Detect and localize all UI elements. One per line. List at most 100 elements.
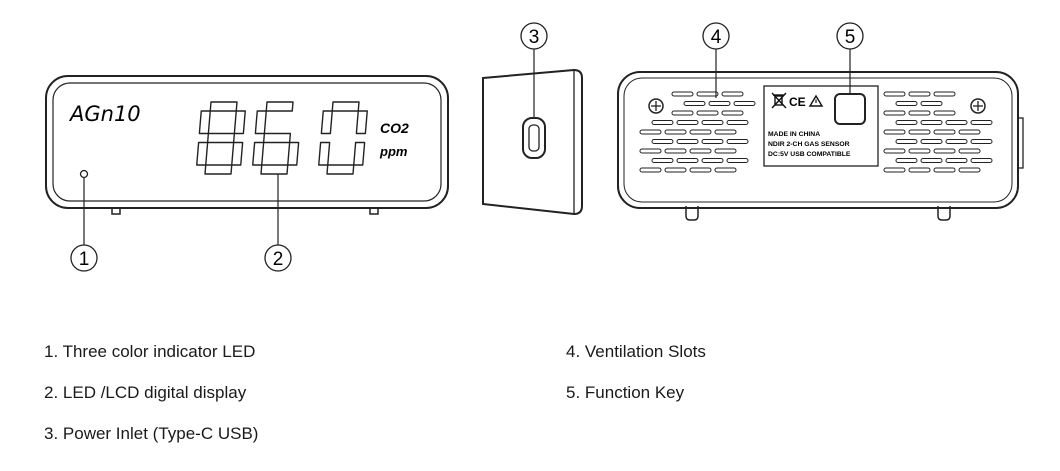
front-view: AGn10 CO2 ppm 1 2 <box>45 75 449 272</box>
front-face-outline <box>52 82 442 202</box>
callout-2-number: 2 <box>273 249 284 270</box>
vent-slot <box>933 110 956 116</box>
vent-slot <box>883 148 906 154</box>
vent-slot <box>721 91 744 97</box>
screw-left <box>648 98 664 114</box>
vent-slot <box>708 101 731 106</box>
vent-slot <box>958 129 981 135</box>
legend-item-1: 1. Three color indicator LED <box>44 342 256 361</box>
vent-slot <box>701 120 724 125</box>
vent-slot <box>908 148 931 154</box>
display-digit-1 <box>196 101 246 175</box>
legend-item-3: 3. Power Inlet (Type-C USB) <box>44 424 259 443</box>
digit-segment <box>326 164 355 175</box>
front-body-outline <box>45 75 449 209</box>
unit-co2: CO2 <box>380 120 409 136</box>
unit-ppm: ppm <box>379 144 408 159</box>
weee-bin-icon <box>771 92 787 109</box>
vent-slot <box>883 129 906 135</box>
vent-slot <box>920 120 943 125</box>
vent-slot <box>726 158 749 163</box>
vent-slot <box>721 110 744 116</box>
back-inner-outline <box>623 77 1013 203</box>
callout-1-number: 1 <box>79 249 90 270</box>
vent-slot <box>945 158 968 163</box>
vent-slot <box>651 120 674 125</box>
vent-slot <box>733 101 756 106</box>
vent-slot <box>676 120 699 125</box>
vent-slot <box>701 139 724 144</box>
vent-slot <box>689 129 712 135</box>
label-line-2: NDIR 2-CH GAS SENSOR <box>768 141 850 148</box>
vent-slot <box>664 129 687 135</box>
digit-segment <box>209 101 238 112</box>
vent-slot <box>696 91 719 97</box>
digit-segment <box>198 110 211 135</box>
vent-slot <box>689 148 712 154</box>
digit-segment <box>355 110 368 135</box>
vent-slot <box>908 110 931 116</box>
digit-segment <box>262 132 292 144</box>
digital-display <box>196 101 368 175</box>
vent-slot <box>920 158 943 163</box>
front-foot-right <box>369 208 379 215</box>
vent-slot <box>696 110 719 116</box>
vent-slot <box>895 120 918 125</box>
callout-2-circle <box>264 244 292 272</box>
callout-3-number: 3 <box>529 27 540 48</box>
vent-slot <box>933 167 956 173</box>
vent-slot <box>639 167 662 173</box>
vent-slot <box>908 91 931 97</box>
display-digit-3 <box>318 101 368 175</box>
digit-segment <box>265 101 294 112</box>
vent-slot <box>883 167 906 173</box>
vent-slot <box>683 101 706 106</box>
legend-item-4: 4. Ventilation Slots <box>566 342 706 361</box>
ce-mark: CE <box>789 95 806 109</box>
display-digit-2 <box>252 101 300 175</box>
vent-slot <box>895 101 918 106</box>
vent-slot <box>671 91 694 97</box>
vent-slot <box>664 148 687 154</box>
vent-slot <box>920 101 943 106</box>
front-foot-left <box>111 208 121 215</box>
ventilation-slots <box>639 91 993 173</box>
digit-segment <box>204 164 233 175</box>
vent-slot <box>664 167 687 173</box>
vent-slot <box>714 167 737 173</box>
digit-segment <box>260 164 289 175</box>
digit-segment <box>206 132 236 144</box>
label-line-3: DC:5V USB COMPATIBLE <box>768 151 851 158</box>
legend-item-2: 2. LED /LCD digital display <box>44 383 247 402</box>
brand-name: AGn10 <box>68 102 141 126</box>
digit-segment <box>252 141 265 166</box>
digit-segment <box>320 110 333 135</box>
vent-slot <box>651 158 674 163</box>
side-view: 3 <box>482 22 583 216</box>
digit-segment <box>231 141 244 166</box>
warning-triangle-icon <box>808 94 824 107</box>
vent-slot <box>970 158 993 163</box>
vent-slot <box>883 91 906 97</box>
vent-slot <box>726 139 749 144</box>
vent-slot <box>689 167 712 173</box>
vent-slot <box>933 129 956 135</box>
vent-slot <box>676 158 699 163</box>
digit-segment <box>353 141 366 166</box>
vent-slot <box>895 158 918 163</box>
vent-slot <box>701 158 724 163</box>
vent-slot <box>714 148 737 154</box>
screw-right <box>970 98 986 114</box>
vent-slot <box>908 167 931 173</box>
vent-slot <box>920 139 943 144</box>
vent-slot <box>970 139 993 144</box>
back-view: CE MADE IN CHINA NDIR 2-CH GAS SENSOR DC… <box>617 22 1024 221</box>
callout-4-number: 4 <box>711 27 722 48</box>
vent-slot <box>908 129 931 135</box>
digit-segment <box>318 141 331 166</box>
digit-segment <box>196 141 209 166</box>
function-key[interactable] <box>834 93 866 125</box>
vent-slot <box>676 139 699 144</box>
vent-slot <box>714 129 737 135</box>
